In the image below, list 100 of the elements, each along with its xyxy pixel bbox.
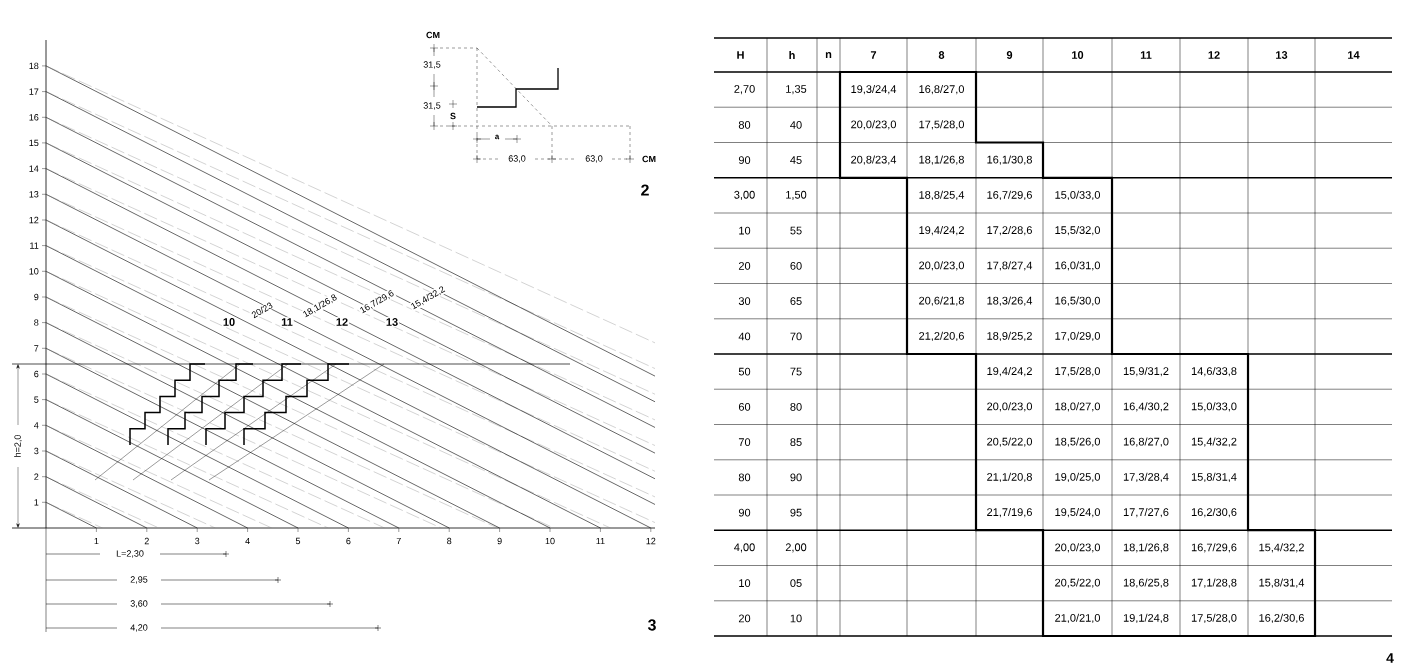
riser-tread-value: 16,5/30,0 <box>1055 296 1100 306</box>
column-heading: 13 <box>1276 51 1288 59</box>
height-value: 50 <box>738 367 751 376</box>
riser-tread-value: 18,5/26,0 <box>1055 437 1100 447</box>
riser-tread-value: 15,4/32,2 <box>1259 543 1304 553</box>
height-value: 60 <box>790 262 802 270</box>
riser-tread-value: 15,8/31,4 <box>1191 472 1237 483</box>
riser-tread-value: 16,8/27,0 <box>1123 437 1169 447</box>
riser-tread-value: 15,8/31,4 <box>1259 578 1305 588</box>
tick-label: 12 <box>646 537 656 545</box>
height-value: 95 <box>790 508 802 517</box>
riser-tread-value: 20,0/23,0 <box>851 120 896 130</box>
unit-label: CM <box>426 31 440 39</box>
height-value: 80 <box>790 403 802 411</box>
height-value: 2,00 <box>785 543 807 553</box>
height-value: 20 <box>738 614 751 623</box>
riser-tread-value: 20,0/23,0 <box>987 402 1032 412</box>
tick-label: 11 <box>596 537 605 545</box>
tick-label: 2 <box>144 537 149 545</box>
height-value: 3,00 <box>734 190 755 200</box>
tick-label: 5 <box>295 537 301 545</box>
column-heading: 12 <box>1208 51 1220 59</box>
riser-tread-value: 20,5/22,0 <box>1055 578 1100 588</box>
riser-tread-value: 17,7/27,6 <box>1123 507 1169 518</box>
riser-tread-value: 21,1/20,8 <box>987 472 1032 483</box>
dimension-label: 2,95 <box>130 576 148 584</box>
tick-label: 10 <box>29 268 39 275</box>
height-value: 85 <box>790 438 802 446</box>
height-value: 2,70 <box>734 85 755 95</box>
tick-label: 3 <box>195 537 200 545</box>
riser-tread-value: 19,4/24,2 <box>919 225 964 236</box>
tick-label: 9 <box>34 293 39 301</box>
riser-tread-value: 20,8/23,4 <box>851 155 897 165</box>
tick-label: 12 <box>29 216 39 224</box>
height-value: 1,50 <box>786 190 807 200</box>
riser-tread-value: 17,3/28,4 <box>1123 472 1169 483</box>
height-value: 30 <box>738 297 751 305</box>
tick-label: 4 <box>34 422 39 429</box>
figure-number: 4 <box>1386 653 1394 663</box>
height-value: 75 <box>790 367 802 376</box>
riser-tread-value: 19,5/24,0 <box>1055 507 1100 518</box>
height-value: 40 <box>738 332 751 341</box>
dimension-label: h=2,0 <box>14 434 22 457</box>
tick-label: 7 <box>34 345 39 352</box>
height-value: 05 <box>790 579 802 587</box>
height-value: 90 <box>738 508 751 517</box>
tick-label: 5 <box>34 396 39 403</box>
column-heading: 9 <box>1006 51 1013 59</box>
riser-tread-value: 15,0/33,0 <box>1055 190 1100 201</box>
riser-tread-value: 15,9/31,2 <box>1123 366 1169 377</box>
tick-label: 17 <box>29 88 39 95</box>
riser-tread-value: 16,0/31,0 <box>1055 261 1100 271</box>
column-heading: 8 <box>938 51 945 59</box>
tick-label: 18 <box>29 62 39 70</box>
riser-tread-value: 17,5/28,0 <box>1055 366 1100 377</box>
riser-tread-value: 18,8/25,4 <box>919 190 965 201</box>
step-count-label: 11 <box>280 317 294 327</box>
figure-number: 2 <box>641 184 649 196</box>
column-heading: 14 <box>1348 51 1360 59</box>
column-heading: 10 <box>1072 51 1084 59</box>
tick-label: 7 <box>396 537 401 545</box>
height-value: 45 <box>790 156 802 164</box>
height-value: 10 <box>790 614 802 623</box>
riser-tread-value: 21,7/19,6 <box>987 507 1032 518</box>
figure-number: 3 <box>647 619 656 631</box>
tick-label: 1 <box>34 499 39 506</box>
tick-label: 4 <box>245 537 250 545</box>
height-value: 1,35 <box>786 85 807 95</box>
tick-label: 1 <box>94 537 99 545</box>
tick-label: 3 <box>34 447 39 455</box>
riser-tread-value: 16,1/30,8 <box>987 155 1032 165</box>
riser-tread-value: 19,4/24,2 <box>987 366 1032 377</box>
riser-tread-value: 19,3/24,4 <box>851 84 897 95</box>
tick-label: 6 <box>346 537 351 545</box>
tick-label: 9 <box>497 537 502 545</box>
riser-tread-value: 21,2/20,6 <box>919 331 964 342</box>
height-value: 70 <box>790 332 802 341</box>
tick-label: 2 <box>34 473 39 480</box>
dimension-label: 4,20 <box>130 624 148 632</box>
height-value: 10 <box>739 226 751 235</box>
height-value: 4,00 <box>734 543 755 553</box>
riser-tread-value: 17,1/28,8 <box>1191 578 1237 588</box>
height-value: 10 <box>739 579 751 587</box>
tick-label: 14 <box>29 165 39 172</box>
column-heading: h <box>789 51 795 59</box>
riser-tread-value: 21,0/21,0 <box>1055 613 1100 624</box>
riser-tread-value: 16,2/30,6 <box>1259 613 1304 624</box>
riser-tread-value: 19,1/24,8 <box>1123 613 1169 624</box>
riser-tread-value: 20,0/23,0 <box>919 261 964 271</box>
dimension-label: L=2,30 <box>116 550 144 558</box>
riser-tread-value: 18,1/26,8 <box>919 155 964 165</box>
unit-label: CM <box>642 155 656 163</box>
tick-label: 6 <box>34 370 39 378</box>
tick-label: 13 <box>29 191 39 198</box>
dimension-label: 31,5 <box>423 102 441 110</box>
tick-label: 8 <box>34 319 39 326</box>
riser-tread-value: 16,8/27,0 <box>919 84 964 95</box>
height-value: 55 <box>790 226 802 235</box>
height-value: 90 <box>738 156 751 164</box>
tick-label: 8 <box>447 537 452 545</box>
